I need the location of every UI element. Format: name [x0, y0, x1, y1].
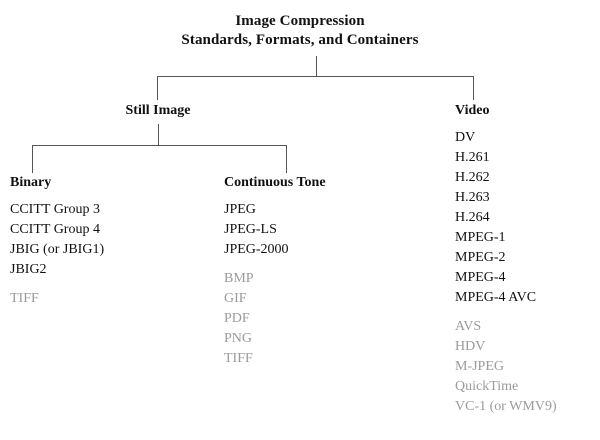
- list-item: M-JPEG: [455, 359, 505, 374]
- node-continuous-tone-label: Continuous Tone: [224, 175, 326, 190]
- list-item: PDF: [224, 311, 250, 326]
- list-item: JPEG-2000: [224, 242, 289, 257]
- list-group-separator: [224, 260, 289, 269]
- list-item: TIFF: [10, 291, 39, 306]
- list-item: MPEG-4 AVC: [455, 290, 537, 305]
- list-item: GIF: [224, 291, 247, 306]
- list-item: HDV: [455, 339, 486, 354]
- list-item: QuickTime: [455, 379, 519, 394]
- continuous-tone-format-list: JPEG JPEG-LS JPEG-2000 BMP GIF PDF PNG T…: [224, 200, 289, 369]
- list-item: MPEG-1: [455, 230, 506, 245]
- list-item: H.262: [455, 170, 490, 185]
- title-line-1: Image Compression: [235, 13, 365, 29]
- title-line-2: Standards, Formats, and Containers: [181, 32, 419, 48]
- node-continuous-tone: Continuous Tone: [224, 174, 326, 192]
- list-group-separator: [10, 280, 104, 289]
- node-video-label: Video: [455, 103, 490, 118]
- connector-level2-right-drop: [286, 145, 287, 173]
- list-item: BMP: [224, 271, 254, 286]
- list-item: MPEG-4: [455, 270, 506, 285]
- list-item: H.263: [455, 190, 490, 205]
- list-item: MPEG-2: [455, 250, 506, 265]
- binary-format-list: CCITT Group 3 CCITT Group 4 JBIG (or JBI…: [10, 200, 104, 309]
- node-binary: Binary: [10, 174, 51, 192]
- list-item: AVS: [455, 319, 482, 334]
- list-item: H.264: [455, 210, 490, 225]
- node-video: Video: [455, 102, 489, 120]
- node-still-image-label: Still Image: [125, 103, 191, 118]
- connector-level1-bar: [157, 76, 474, 77]
- connector-level2-left-drop: [32, 145, 33, 173]
- node-still-image: Still Image: [126, 102, 191, 120]
- connector-still-image-stem: [158, 124, 159, 145]
- list-item: JPEG-LS: [224, 222, 277, 237]
- list-item: JBIG2: [10, 262, 47, 277]
- list-item: CCITT Group 3: [10, 202, 100, 217]
- list-item: JPEG: [224, 202, 256, 217]
- connector-level1-left-drop: [157, 76, 158, 100]
- connector-root-stem: [316, 56, 317, 76]
- connector-level1-right-drop: [473, 76, 474, 100]
- list-item: JBIG (or JBIG1): [10, 242, 105, 257]
- list-group-separator: [455, 308, 557, 317]
- list-item: H.261: [455, 150, 490, 165]
- list-item: TIFF: [224, 351, 253, 366]
- connector-level2-bar: [32, 145, 286, 146]
- list-item: VC-1 (or WMV9): [455, 399, 557, 414]
- list-item: DV: [455, 130, 476, 145]
- video-format-list: DV H.261 H.262 H.263 H.264 MPEG-1 MPEG-2…: [455, 128, 557, 417]
- list-item: CCITT Group 4: [10, 222, 100, 237]
- node-binary-label: Binary: [10, 175, 52, 190]
- list-item: PNG: [224, 331, 253, 346]
- diagram-title: Image Compression Standards, Formats, an…: [0, 12, 600, 50]
